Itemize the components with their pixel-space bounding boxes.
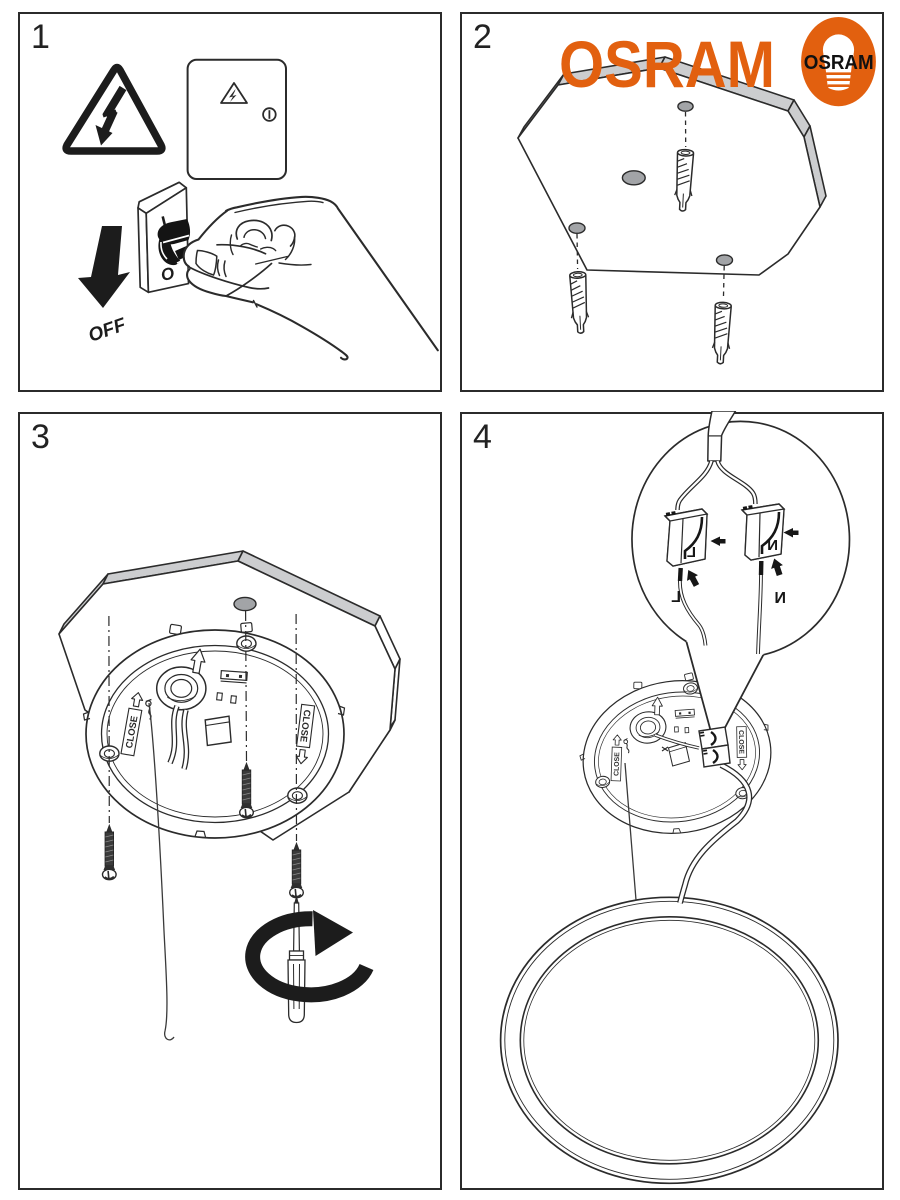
- step-1-panel: 1 OFF I O: [18, 12, 442, 392]
- insert-arrows: [687, 528, 799, 588]
- step-2-panel: 2: [460, 12, 884, 392]
- fuse-box-power-icon: [262, 107, 278, 123]
- mains-wires: [167, 705, 190, 771]
- hand: [183, 196, 440, 387]
- screw-left: [102, 824, 118, 881]
- fuse-box: [187, 59, 288, 181]
- step-3-panel: 3: [18, 412, 442, 1190]
- screw-right: [289, 842, 305, 899]
- neutral-terminal-label: N: [768, 537, 779, 554]
- x-mark: [662, 746, 669, 752]
- bare-wires: [678, 561, 764, 655]
- ceiling-hole: [233, 597, 258, 612]
- osram-bulb-logo: OSRAM: [801, 17, 877, 107]
- rotate-clockwise-icon: [245, 910, 374, 1003]
- switch-off-label: O: [159, 264, 176, 285]
- step-4-illustration: L N: [500, 411, 851, 1185]
- off-arrow-icon: [78, 226, 131, 309]
- neutral-wire-label: N: [775, 590, 787, 607]
- cable-ribbon: [675, 411, 759, 511]
- luminaire-ring: [500, 896, 840, 1185]
- step-3-number: 3: [31, 418, 50, 456]
- zoom-funnel: [685, 639, 765, 740]
- step-4-panel: 4: [460, 411, 884, 1190]
- terminal-left: L: [663, 508, 709, 568]
- switch-on-label: I: [160, 213, 170, 234]
- wall-plug-right: [711, 301, 734, 366]
- drill-holes: [568, 101, 734, 267]
- guide-lines: [108, 611, 298, 842]
- terminal-blocks: [698, 726, 732, 769]
- step-2-illustration: OSRAM OSRAM: [517, 17, 877, 366]
- step-4-number: 4: [473, 418, 492, 456]
- guide-lines: [576, 112, 726, 301]
- step-2-number: 2: [473, 18, 492, 56]
- gland-wire: [654, 733, 700, 751]
- step-1-number: 1: [31, 18, 50, 56]
- mounting-plate: [571, 664, 782, 846]
- live-terminal-label: L: [687, 544, 696, 561]
- safety-cord: [624, 763, 638, 901]
- safety-cord: [148, 703, 175, 1041]
- zoom-bubble: L N: [631, 411, 851, 657]
- mains-cable: [677, 762, 753, 905]
- osram-bulb-text: OSRAM: [804, 53, 874, 75]
- osram-logo: OSRAM OSRAM: [559, 17, 877, 107]
- high-voltage-warning-icon: [62, 64, 167, 156]
- step-1-illustration: OFF I O: [62, 59, 440, 387]
- terminal-right: N: [740, 503, 786, 562]
- fuse-box-warning-icon: [220, 82, 249, 105]
- step-3-illustration: [58, 550, 402, 1041]
- live-wire-label: L: [671, 589, 681, 606]
- wall-plug-left: [568, 271, 591, 335]
- osram-wordmark: OSRAM: [559, 27, 775, 101]
- ceiling-slab: [517, 56, 828, 277]
- off-label: OFF: [86, 314, 130, 347]
- light-switch: I O: [137, 181, 194, 294]
